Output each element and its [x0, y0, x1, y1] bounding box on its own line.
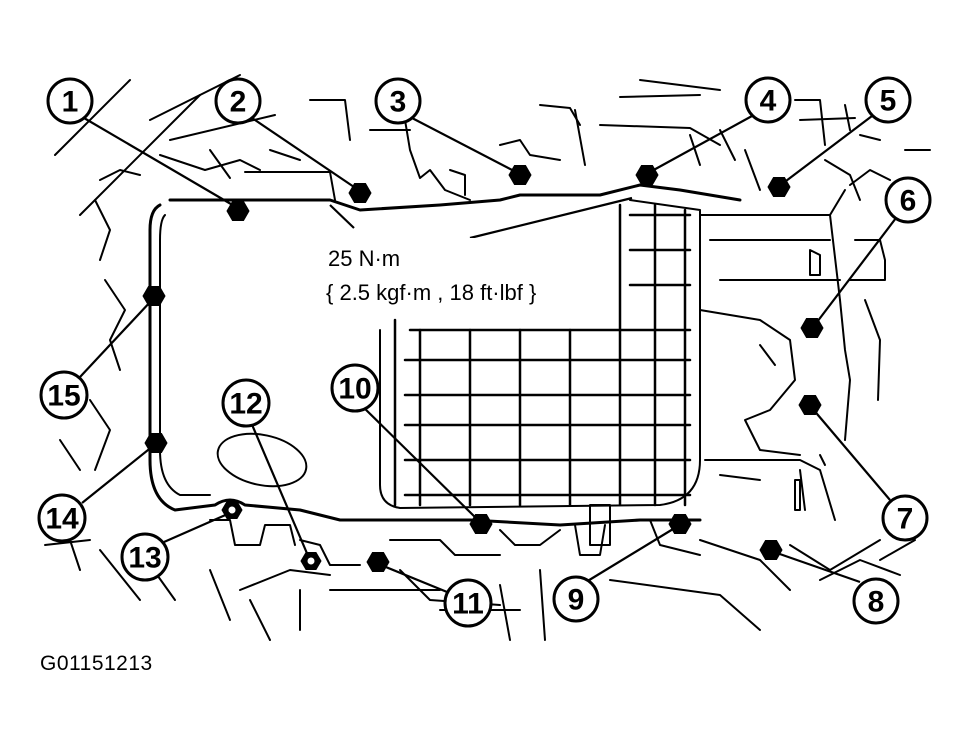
- bolt-15: [142, 286, 166, 306]
- leader-5: [781, 115, 873, 185]
- bolt-12: [300, 552, 322, 570]
- leader-3: [411, 117, 517, 173]
- svg-text:6: 6: [900, 185, 917, 218]
- leader-2: [251, 117, 358, 190]
- bolt-13: [221, 501, 243, 519]
- svg-text:2: 2: [230, 86, 247, 119]
- svg-text:11: 11: [452, 588, 484, 621]
- svg-text:10: 10: [338, 373, 371, 406]
- bolt-7: [798, 395, 822, 415]
- leader-10: [357, 401, 480, 522]
- callout-labels: 1 2 3 4 5 6 7 8 9 10 11 12 13 14 15: [37, 76, 932, 628]
- torque-spec-alt-units: { 2.5 kgf·m , 18 ft·lbf }: [326, 280, 536, 305]
- oil-pan-rib-grid: [393, 203, 692, 507]
- svg-text:4: 4: [760, 85, 777, 118]
- leader-11: [380, 563, 453, 596]
- callout-9: 9: [552, 575, 600, 623]
- callout-3: 3: [374, 77, 422, 125]
- torque-leader-lower: [329, 204, 355, 229]
- leader-14: [81, 445, 154, 504]
- svg-text:1: 1: [62, 86, 79, 119]
- leader-4: [649, 115, 753, 173]
- svg-text:8: 8: [868, 586, 885, 619]
- callout-5: 5: [864, 76, 912, 124]
- svg-text:3: 3: [390, 86, 407, 119]
- leader-9: [585, 525, 679, 583]
- callout-6: 6: [884, 176, 932, 224]
- torque-spec-metric: 25 N·m: [328, 246, 400, 271]
- callout-2: 2: [214, 77, 262, 125]
- callout-14: 14: [37, 493, 87, 543]
- svg-text:12: 12: [229, 388, 262, 421]
- torque-leader-upper: [469, 196, 633, 240]
- engine-block-sketch: [44, 74, 931, 641]
- callout-4: 4: [744, 76, 792, 124]
- bolt-11: [366, 552, 390, 572]
- svg-text:9: 9: [568, 584, 585, 617]
- leader-13: [163, 511, 231, 544]
- callout-11: 11: [443, 578, 493, 628]
- figure-id: G01151213: [40, 652, 153, 675]
- callout-7: 7: [881, 494, 929, 542]
- bolt-8: [759, 540, 783, 560]
- svg-text:7: 7: [897, 503, 914, 536]
- bolt-6: [800, 318, 824, 338]
- leader-15: [79, 299, 153, 378]
- callout-15: 15: [39, 370, 89, 420]
- callout-13: 13: [120, 532, 170, 582]
- callout-8: 8: [852, 577, 900, 625]
- leader-12: [248, 419, 311, 559]
- leader-8: [773, 550, 861, 584]
- svg-text:14: 14: [45, 503, 79, 536]
- callout-1: 1: [46, 77, 94, 125]
- bolt-1: [226, 201, 250, 221]
- svg-text:5: 5: [880, 85, 897, 118]
- leader-6: [813, 217, 897, 327]
- callout-leaders: [79, 115, 897, 596]
- bolt-3: [508, 165, 532, 185]
- svg-text:15: 15: [47, 380, 80, 413]
- bolt-heads: [142, 165, 824, 572]
- svg-text:13: 13: [128, 542, 161, 575]
- callout-12: 12: [221, 378, 271, 428]
- callout-10: 10: [330, 363, 380, 413]
- leader-7: [811, 407, 891, 501]
- leader-1: [83, 117, 237, 208]
- torque-spec: 25 N·m { 2.5 kgf·m , 18 ft·lbf }: [318, 238, 608, 310]
- bolt-10: [469, 514, 493, 534]
